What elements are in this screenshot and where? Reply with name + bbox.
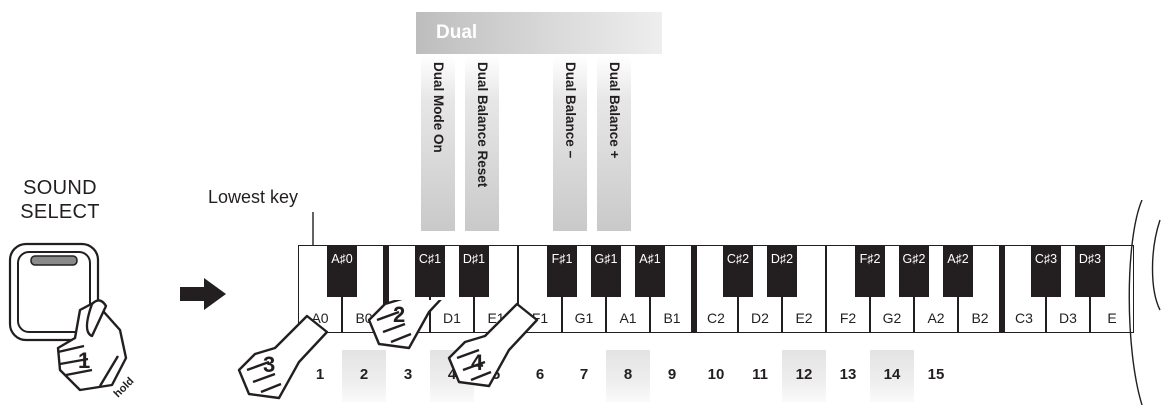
key-number-2: 2 — [342, 350, 386, 402]
white-key-label: E2 — [795, 310, 813, 326]
dual-header: Dual — [416, 12, 662, 54]
key-number-9: 9 — [667, 366, 677, 383]
white-key-label: F2 — [839, 310, 857, 326]
key-number-14: 14 — [870, 350, 914, 402]
black-key: D♯1 — [459, 245, 489, 297]
key-number-7: 7 — [579, 366, 589, 383]
white-key-label: B1 — [663, 310, 681, 326]
black-key: A♯2 — [943, 245, 973, 297]
hand-icon — [447, 302, 539, 388]
sound-select-line2: SELECT — [20, 201, 100, 223]
black-key: A♯1 — [635, 245, 665, 297]
key-number-6: 6 — [535, 366, 545, 383]
hand-step-4: 4 — [471, 350, 484, 375]
octave-divider — [691, 245, 697, 333]
white-key-label: C2 — [707, 310, 725, 326]
hand-icon — [56, 299, 128, 392]
lowest-key-label: Lowest key — [208, 187, 299, 207]
hand-steps-icon: 3 2 4 — [237, 300, 539, 400]
black-key: A♯0 — [327, 245, 357, 297]
hand-step-3: 3 — [263, 352, 275, 377]
dual-balance-minus-label: Dual Balance − — [563, 62, 578, 159]
octave-divider — [383, 245, 389, 333]
dual-balance-plus-label: Dual Balance + — [607, 62, 622, 159]
white-key-label: B2 — [971, 310, 989, 326]
piano-keyboard: A0B0C1D1E1F1G1A1B1C2D2E2F2G2A2B2C3D3EA♯0… — [298, 245, 1138, 335]
sound-select-button-icon[interactable]: 1 hold — [0, 240, 170, 400]
key-number-15: 15 — [927, 366, 945, 383]
sound-select-line1: SOUND — [23, 177, 97, 199]
black-key: G♯1 — [591, 245, 621, 297]
key-number-12: 12 — [782, 350, 826, 402]
white-key-label: G1 — [574, 310, 594, 326]
white-key-label: D2 — [751, 310, 769, 326]
hand-icon — [367, 300, 442, 350]
black-key: G♯2 — [899, 245, 929, 297]
keyboard-edge-curve — [1128, 200, 1161, 405]
key-number-13: 13 — [839, 366, 857, 383]
key-number-8: 8 — [606, 350, 650, 402]
white-key-label: A2 — [927, 310, 945, 326]
white-key-label: A1 — [619, 310, 637, 326]
dual-balance-plus-column: Dual Balance + — [597, 56, 631, 231]
dual-balance-reset-label: Dual Balance Reset — [475, 62, 490, 188]
black-key: D♯3 — [1075, 245, 1105, 297]
dual-balance-reset-column: Dual Balance Reset — [465, 56, 499, 231]
octave-divider — [999, 245, 1005, 333]
black-key: F♯2 — [855, 245, 885, 297]
white-key-label: B0 — [355, 310, 373, 326]
dual-mode-on-column: Dual Mode On — [421, 56, 455, 231]
white-key-label: D1 — [443, 310, 461, 326]
key-number-3: 3 — [403, 366, 413, 383]
dual-mode-on-label: Dual Mode On — [431, 62, 446, 153]
black-key: F♯1 — [547, 245, 577, 297]
black-key: C♯3 — [1031, 245, 1061, 297]
black-key: C♯1 — [415, 245, 445, 297]
finger-number-1: 1 — [78, 348, 90, 373]
dual-balance-minus-column: Dual Balance − — [553, 56, 587, 231]
key-number-10: 10 — [707, 366, 725, 383]
arrow-right-icon — [180, 278, 226, 310]
hand-step-2: 2 — [393, 302, 405, 327]
white-key-label: D3 — [1059, 310, 1077, 326]
sound-select-label: SOUND SELECT — [10, 176, 110, 224]
hand-icon — [237, 314, 329, 400]
black-key: C♯2 — [723, 245, 753, 297]
key-number-11: 11 — [752, 366, 768, 383]
black-key: D♯2 — [767, 245, 797, 297]
white-key-label: G2 — [882, 310, 902, 326]
white-key-label: E — [1107, 310, 1117, 326]
key-number-1: 1 — [315, 366, 325, 383]
white-key-label: C3 — [1015, 310, 1033, 326]
